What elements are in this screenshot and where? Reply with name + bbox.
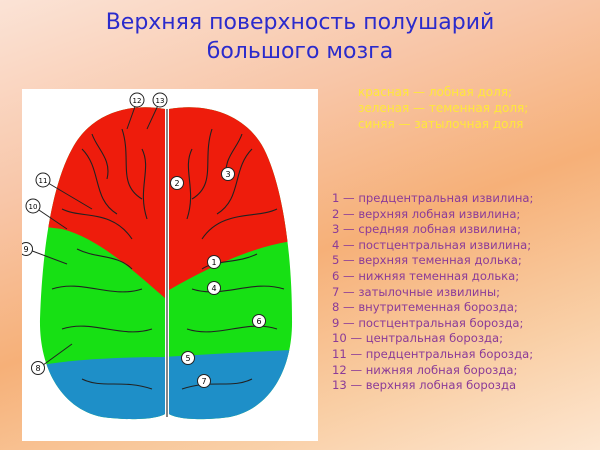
title-line-1: Верхняя поверхность полушарий <box>105 10 495 35</box>
svg-text:10: 10 <box>29 203 38 211</box>
legend-item: 10 — центральная борозда; <box>332 331 504 346</box>
left-hemisphere <box>39 107 165 420</box>
svg-text:13: 13 <box>156 97 165 105</box>
color-legend: красная — лобная доля; зеленая — теменна… <box>358 84 528 132</box>
legend-item: 6 — нижняя теменная долька; <box>332 268 520 283</box>
marker-3: 3 <box>221 167 235 181</box>
legend-item: 2 — верхняя лобная извилина; <box>332 206 521 221</box>
svg-text:7: 7 <box>201 377 206 386</box>
marker-1: 1 <box>207 255 221 269</box>
marker-6: 6 <box>252 314 266 328</box>
svg-text:6: 6 <box>256 317 261 326</box>
markers: 1 2 3 4 5 6 7 8 9 10 11 12 13 <box>22 92 266 388</box>
legend-item: 3 — средняя лобная извилина; <box>332 222 522 237</box>
legend-item: 9 — постцентральная борозда; <box>332 315 524 330</box>
legend-item: 7 — затылочные извилины; <box>332 284 501 299</box>
slide-title: Верхняя поверхность полушарий большого м… <box>0 8 600 66</box>
svg-text:5: 5 <box>185 354 190 363</box>
svg-text:9: 9 <box>23 245 28 254</box>
svg-text:12: 12 <box>133 97 142 105</box>
svg-text:11: 11 <box>39 177 48 185</box>
marker-7: 7 <box>197 374 211 388</box>
numbered-legend: 1 — предцентральная извилина; 2 — верхня… <box>332 191 533 394</box>
color-legend-occipital: синяя — затылочная доля <box>358 117 524 131</box>
brain-figure: 1 2 3 4 5 6 7 8 9 10 11 12 13 <box>22 89 318 441</box>
svg-text:3: 3 <box>225 170 230 179</box>
svg-text:1: 1 <box>211 258 216 267</box>
title-line-2: большого мозга <box>206 39 394 64</box>
svg-text:2: 2 <box>174 179 179 188</box>
legend-item: 5 — верхняя теменная долька; <box>332 253 522 268</box>
marker-12: 12 <box>129 92 145 108</box>
marker-2: 2 <box>170 176 184 190</box>
marker-9: 9 <box>22 242 33 256</box>
color-legend-parietal: зеленая — теменная доля; <box>358 101 529 115</box>
marker-4: 4 <box>207 281 221 295</box>
legend-item: 4 — постцентральная извилина; <box>332 237 532 252</box>
color-legend-frontal: красная — лобная доля; <box>358 85 513 99</box>
marker-13: 13 <box>152 92 168 108</box>
svg-text:8: 8 <box>35 364 40 373</box>
svg-text:4: 4 <box>211 284 216 293</box>
sulci-lines <box>51 109 285 417</box>
marker-11: 11 <box>35 172 51 188</box>
brain-diagram: 1 2 3 4 5 6 7 8 9 10 11 12 13 <box>22 92 293 420</box>
legend-item: 13 — верхняя лобная борозда <box>332 378 517 393</box>
legend-item: 12 — нижняя лобная борозда; <box>332 362 518 377</box>
marker-8: 8 <box>31 361 45 375</box>
legend-item: 11 — предцентральная борозда; <box>332 346 534 361</box>
legend-item: 1 — предцентральная извилина; <box>332 191 534 205</box>
marker-5: 5 <box>181 351 195 365</box>
legend-item: 8 — внутритеменная борозда; <box>332 300 518 315</box>
marker-10: 10 <box>25 198 41 214</box>
